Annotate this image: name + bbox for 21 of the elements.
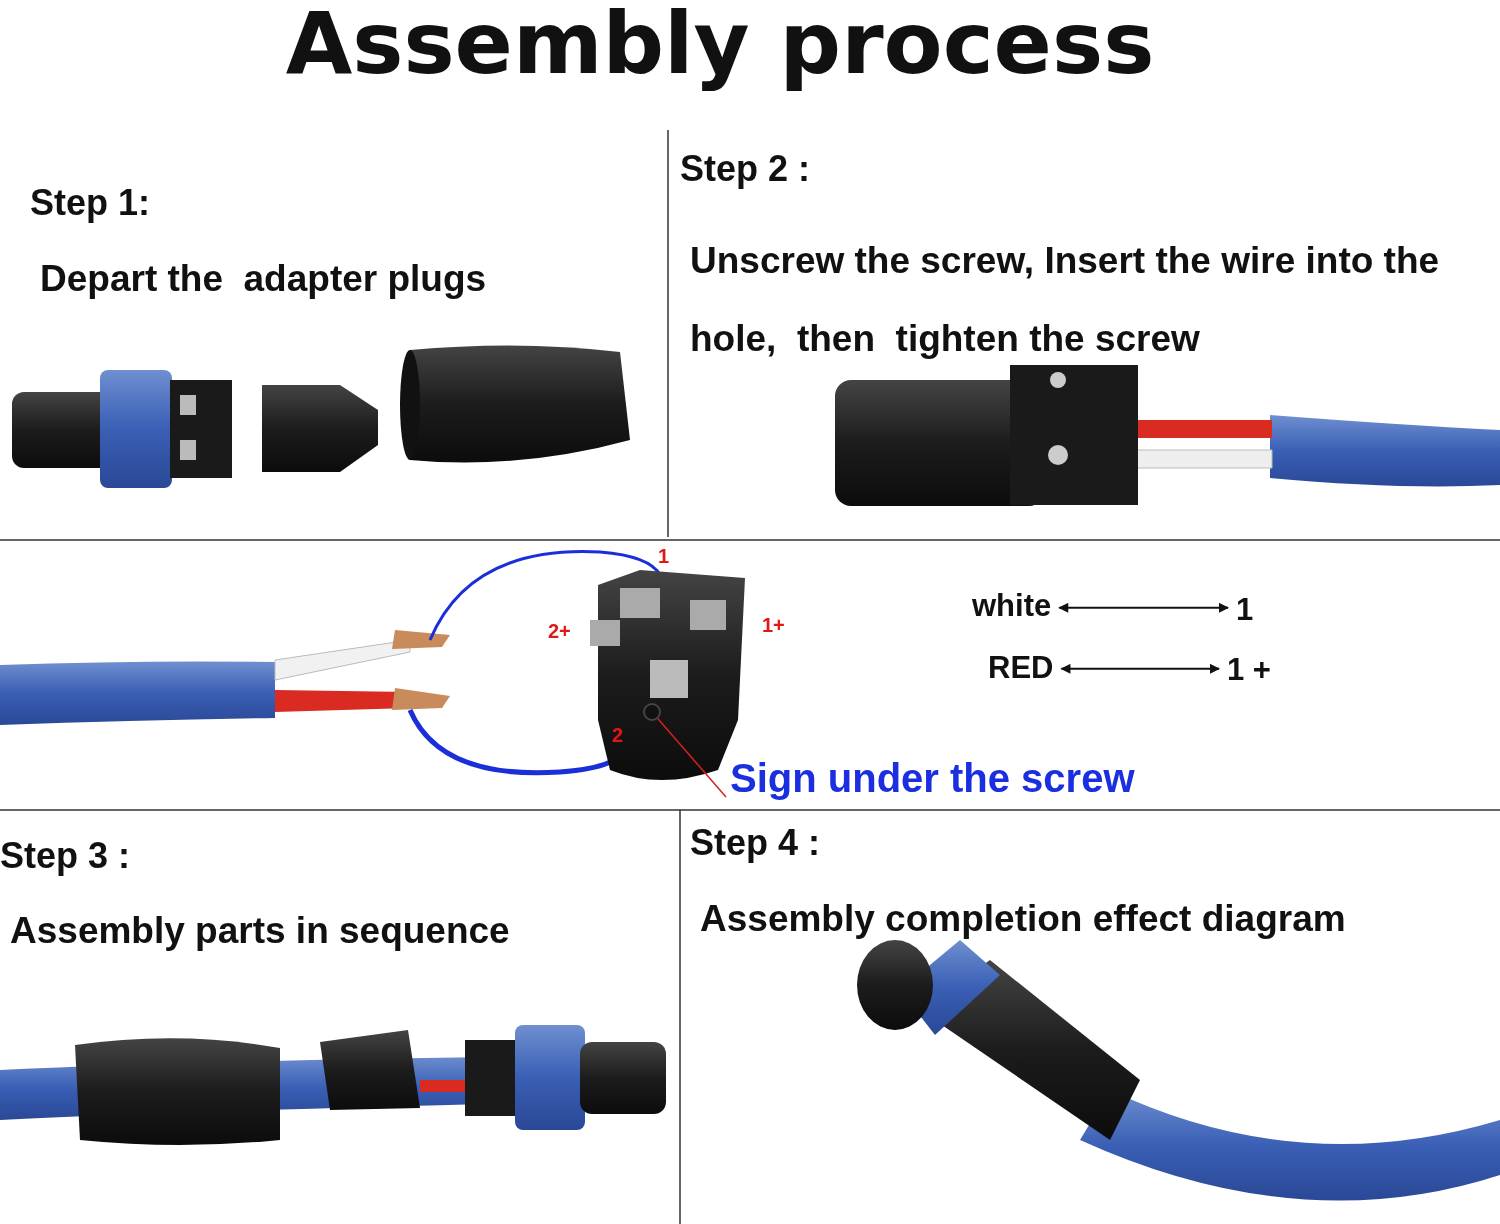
callout-text: Sign under the screw (730, 755, 1135, 801)
pin-label: 1 (1236, 592, 1254, 628)
step-heading: Step 1: (30, 182, 151, 224)
terminal-number: 2+ (548, 620, 571, 643)
step-description: Unscrew the screw, Insert the wire into the hole, then tighten the screw (690, 239, 1441, 361)
double-arrow (1060, 663, 1220, 674)
wire-color-label: RED (988, 650, 1054, 686)
title: Assembly process (284, 0, 1156, 93)
wire-color-label: white (972, 588, 1052, 624)
terminal-number: 1 (658, 545, 670, 568)
step-heading: Step 2 : (680, 148, 811, 190)
terminal-number: 2 (612, 724, 624, 747)
step-description: Depart the adapter plugs (40, 258, 487, 301)
step-heading: Step 3 : (0, 835, 131, 877)
pin-label: 1 + (1227, 652, 1271, 688)
step-description: Assembly completion effect diagram (700, 898, 1346, 941)
terminal-number: 1+ (762, 614, 785, 637)
step-description: Assembly parts in sequence (10, 910, 510, 953)
double-arrow (1058, 602, 1229, 613)
leader-line (657, 718, 727, 798)
step-heading: Step 4 : (690, 822, 821, 864)
